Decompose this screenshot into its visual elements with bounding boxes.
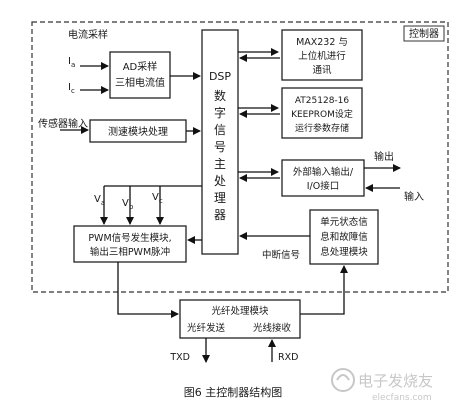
at25-block (281, 87, 363, 139)
controller-label: 控制器 (409, 27, 439, 40)
io-line2: I/O接口 (307, 180, 339, 192)
fiber-send: 光纤发送 (187, 322, 226, 334)
ad-sampling-line1: AD采样 (123, 60, 158, 73)
current-sampling-label: 电流采样 (68, 28, 108, 41)
va-label: Va (94, 194, 105, 207)
pwm-line2: 输出三相PWM脉冲 (90, 246, 170, 258)
dsp-char: 数 (214, 88, 226, 103)
vb-label: Vb (122, 198, 134, 211)
at25-line2: KEEPROM设定 (291, 108, 353, 120)
dsp-block (201, 29, 239, 255)
dsp-char: 主 (214, 157, 226, 171)
ia-label: Ia (68, 56, 75, 69)
status-line3: 息处理模块 (320, 246, 368, 258)
fiber-receive: 光线接收 (253, 322, 292, 334)
rxd-label: RXD (278, 352, 298, 363)
vc-label: Vc (152, 192, 163, 205)
dsp-char: 理 (214, 191, 226, 205)
sensor-input-label: 传感器输入 (38, 117, 88, 130)
dsp-char: 处 (214, 174, 226, 188)
ad-sampling-block (109, 51, 171, 99)
svg-text:elecfans.com: elecfans.com (372, 393, 432, 403)
ic-label: Ic (68, 82, 75, 95)
output-label: 输出 (374, 150, 394, 163)
fiber-title: 光纤处理模块 (211, 305, 269, 317)
dsp-char: 信 (214, 123, 226, 137)
max232-line3: 通讯 (312, 65, 332, 76)
max232-block (281, 29, 363, 81)
speed-block-label: 测速模块处理 (108, 125, 168, 138)
status-block (309, 209, 379, 265)
max232-line2: 上位机进行 (298, 50, 346, 62)
fiber-status-arrow (300, 265, 348, 315)
controller-boundary (31, 21, 449, 293)
at25-line3: 运行参数存储 (295, 122, 349, 134)
dsp-char: 号 (214, 140, 226, 154)
controller-label-box (403, 25, 445, 42)
pwm-line1: PWM信号发生模块, (88, 232, 171, 244)
io-line1: 外部输入输出/ (293, 166, 354, 178)
interrupt-label: 中断信号 (262, 249, 300, 261)
pwm-block (73, 225, 187, 263)
svg-text:电子发烧友: 电子发烧友 (358, 372, 433, 390)
ad-sampling-line2: 三相电流值 (115, 76, 165, 89)
figure-caption: 图6 主控制器结构图 (184, 385, 283, 399)
dsp-char: 器 (214, 208, 226, 222)
io-block (281, 159, 365, 197)
dsp-char: 字 (214, 105, 226, 120)
txd-label: TXD (169, 352, 190, 363)
fiber-block (179, 299, 301, 339)
max232-line1: MAX232 与 (296, 37, 348, 48)
input-label: 输入 (404, 190, 424, 203)
status-line2: 息和故障信 (320, 231, 368, 243)
pwm-fiber-arrow (117, 262, 179, 318)
status-line1: 单元状态信 (320, 216, 368, 228)
dsp-title: DSP (209, 70, 231, 83)
at25-line1: AT25128-16 (295, 96, 350, 106)
watermark-logo: 电子发烧友 elecfans.com (331, 368, 433, 403)
